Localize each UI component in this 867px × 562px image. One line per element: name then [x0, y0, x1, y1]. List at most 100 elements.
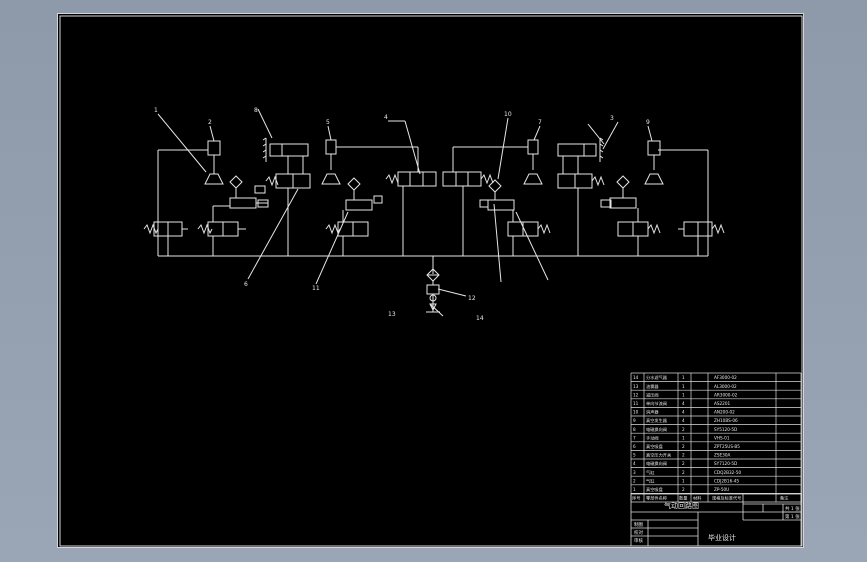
callout-numbers: 1 2 3 4 5 6 7 8 9 10 11 12 13 14	[154, 107, 650, 322]
right-valve-1	[678, 221, 725, 256]
bom-header-cell: 数量	[679, 495, 687, 502]
bom-row-qty: 1	[682, 375, 685, 380]
bom-row-name: 单向节流阀	[646, 400, 667, 407]
center-right-suction-group	[479, 139, 551, 256]
bom-header-cell: 零部件名称	[646, 495, 667, 502]
bom-row-spec: VHS-01	[714, 435, 730, 440]
callout-14: 14	[476, 315, 484, 322]
callout-8: 8	[254, 107, 258, 114]
bom-row-name: 分水滤气器	[646, 374, 668, 381]
bom-row-no: 11	[633, 401, 639, 406]
bom-row-spec: ZP-50U	[714, 487, 729, 492]
right-cylinder	[557, 137, 605, 256]
bom-header-cell: 序号	[632, 495, 640, 502]
bom-row-name: 真空压力开关	[646, 452, 671, 459]
sheet-index: 第 1 张	[785, 513, 800, 520]
bom-row-name: 真空吸盘	[646, 486, 663, 493]
bom-row-spec: CDJ2B16-45	[714, 478, 739, 483]
bom-row-no: 5	[633, 453, 636, 458]
bom-row-spec: AN200-02	[714, 410, 735, 415]
bom-row-qty: 1	[682, 478, 685, 483]
bom-row-qty: 2	[682, 461, 685, 466]
bom-row-spec: AR3000-02	[714, 392, 738, 397]
bom-row-name: 减压阀	[646, 391, 659, 398]
callout-13: 13	[388, 311, 396, 318]
callout-2: 2	[208, 119, 212, 126]
bom-row-name: 手动阀	[646, 434, 659, 441]
bom-row-spec: AF3000-02	[714, 375, 737, 380]
left-cylinder	[262, 137, 311, 256]
bom-row-qty: 1	[682, 392, 685, 397]
center-left-suction-group	[321, 139, 418, 256]
callout-4: 4	[384, 114, 388, 121]
callout-5: 5	[326, 119, 330, 126]
bom-row-spec: CDQ2B32-50	[714, 470, 741, 475]
bom-row-no: 1	[633, 487, 636, 492]
left-valve-2	[197, 205, 246, 256]
left-valve-1	[143, 221, 188, 256]
circuit-diagram	[143, 108, 725, 317]
bom-row-no: 4	[633, 461, 636, 466]
center-valve-right	[442, 146, 528, 256]
callout-9: 9	[646, 119, 650, 126]
bom-row-spec: ZPT25US-B5	[714, 444, 740, 449]
callout-10: 10	[504, 111, 512, 118]
callout-12: 12	[468, 295, 476, 302]
bom-row-name: 真空吸盘	[646, 443, 663, 450]
bom-row-name: 油雾器	[646, 383, 659, 390]
bom-row-name: 气缸	[646, 469, 655, 475]
bom-row-no: 12	[633, 392, 639, 397]
center-valve-left	[385, 147, 437, 256]
footer-label: 毕业设计	[708, 533, 736, 542]
drawing-title: 气动回路图	[664, 501, 699, 510]
bom-row-spec: ZSE30A	[714, 453, 731, 458]
bom-row-qty: 1	[682, 435, 685, 440]
sheet-count: 共 1 张	[785, 505, 800, 512]
approval-check: 校对	[634, 529, 643, 536]
bom-row-no: 7	[633, 435, 636, 440]
bom-row-no: 10	[633, 410, 639, 415]
bom-row-no: 3	[633, 470, 636, 475]
bom-row-spec: AL3000-02	[714, 384, 737, 389]
bom-row-name: 真空发生器	[646, 417, 668, 424]
bom-header-cell: 规格及标准代号	[712, 495, 741, 502]
bom-row-qty: 2	[682, 453, 685, 458]
bom-row-no: 2	[633, 478, 636, 483]
bom-row-name: 消声器	[646, 409, 659, 416]
bom-row-no: 9	[633, 418, 636, 423]
drawing-frame	[59, 15, 803, 547]
bom-row-no: 6	[633, 444, 636, 449]
callout-1: 1	[154, 107, 158, 114]
approval-draw: 制图	[634, 521, 643, 528]
frl-unit	[426, 268, 440, 313]
bom-row-qty: 4	[682, 418, 685, 423]
bom-row-name: 气缸	[646, 477, 655, 483]
bom-row-no: 13	[633, 384, 639, 389]
bom-row-no: 14	[633, 375, 639, 380]
bom-row-spec: SY7120-5D	[714, 461, 737, 466]
bom-row-qty: 1	[682, 384, 685, 389]
bom-row-spec: ZH10BS-06	[714, 418, 738, 423]
callout-7: 7	[538, 119, 542, 126]
bom-row-qty: 2	[682, 444, 685, 449]
left-suction-cup-group	[204, 140, 269, 209]
bom-header-cell: 材料	[693, 495, 702, 502]
right-suction-cup-group	[600, 140, 664, 256]
approval-audit: 审核	[634, 537, 643, 544]
bom-row-qty: 2	[682, 427, 685, 432]
title-block	[630, 493, 802, 547]
callout-6: 6	[244, 281, 248, 288]
bom-row-qty: 4	[682, 401, 685, 406]
bom-row-qty: 2	[682, 487, 685, 492]
bom-row-name: 电磁换向阀	[646, 426, 667, 433]
pneumatic-circuit-drawing: 1 2 3 4 5 6 7 8 9 10 11 12 13 14 14分水滤气器…	[59, 15, 803, 547]
bom-row-qty: 2	[682, 470, 685, 475]
callout-leaders	[157, 108, 653, 317]
callout-3: 3	[610, 115, 614, 122]
bom-row-spec: AS2201	[714, 401, 731, 406]
bom-row-no: 8	[633, 427, 636, 432]
bom-header-cell: 备注	[780, 495, 789, 502]
bom-row-qty: 4	[682, 410, 685, 415]
